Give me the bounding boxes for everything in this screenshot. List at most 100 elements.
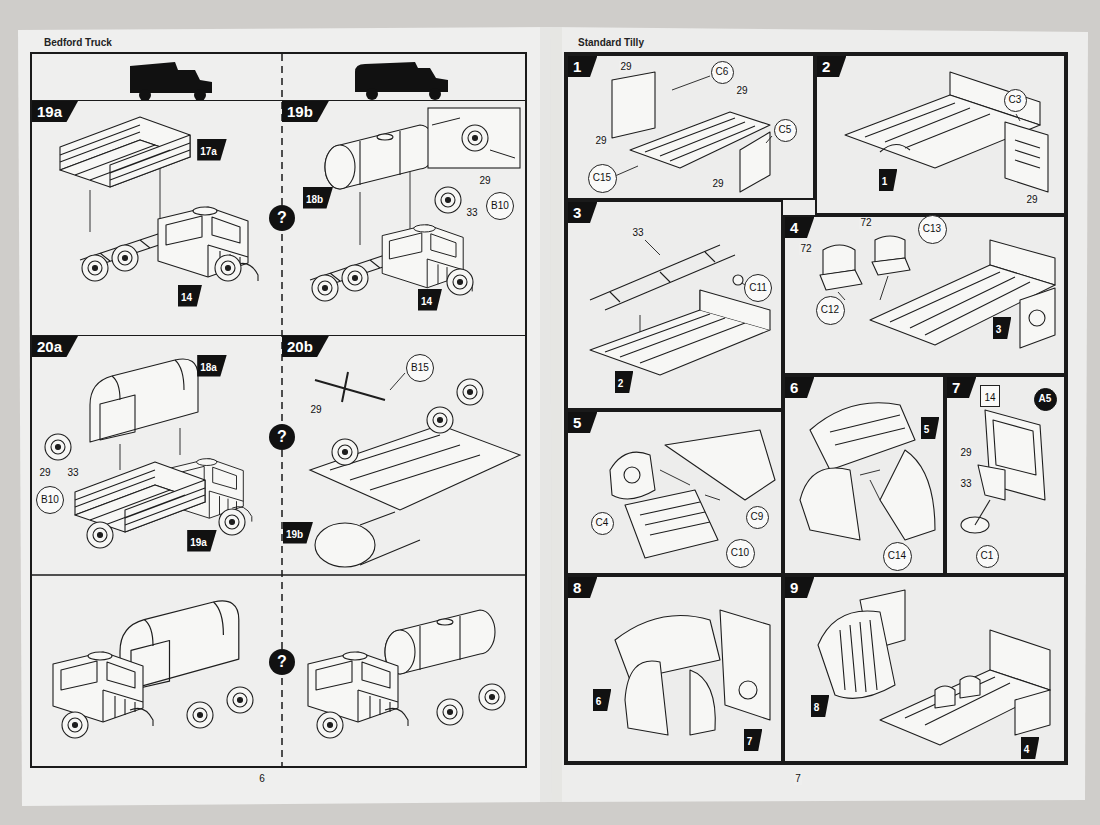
step-4-art — [838, 276, 888, 300]
part-number: C15 — [593, 173, 611, 183]
step-9-art — [818, 611, 895, 698]
step-panel: 18aB10 19a 20a — [32, 335, 282, 575]
assembly-illustration — [550, 27, 1088, 802]
step-reference-number: 18b — [306, 194, 323, 205]
step-7-art — [993, 420, 1036, 475]
step-20b-art — [427, 407, 453, 433]
step-8-art — [625, 661, 668, 735]
part-number: C10 — [731, 548, 749, 558]
step-number: 5 — [568, 412, 597, 433]
part-label: 29 — [309, 404, 322, 416]
assembly-frame: C6C5C151C312C1123C13C1234C4C9C1055C14614… — [564, 52, 1068, 765]
frame-lines — [32, 54, 525, 766]
part-label: 33 — [465, 207, 478, 219]
step-reference: 14 — [418, 289, 442, 311]
step-20b-art — [315, 372, 385, 402]
step-19b-art — [310, 108, 520, 301]
option-mark: ? — [277, 654, 287, 670]
step-panel: C13C12 3 4 — [783, 215, 1066, 375]
part-callout: C5 — [774, 119, 797, 142]
page-title: Standard Tilly — [578, 38, 644, 48]
step-9-art — [905, 677, 1010, 725]
step-7-art — [975, 500, 990, 525]
step-panel: 849 — [783, 575, 1066, 763]
step-5-art — [610, 452, 655, 499]
part-number: B15 — [411, 363, 429, 373]
step-7-art — [961, 410, 1045, 533]
part-label: 29 — [619, 61, 632, 73]
part-callout: B15 — [406, 354, 434, 382]
truck-silhouette — [366, 88, 378, 100]
step-20b-art — [310, 425, 520, 510]
step-number: 4 — [785, 217, 814, 238]
step-reference-number: 19b — [286, 529, 303, 540]
truck-silhouette — [355, 62, 448, 92]
step-reference-number: 3 — [996, 324, 1002, 335]
step-8-art — [720, 610, 770, 720]
step-19b-art — [342, 265, 368, 291]
step-panel: C312 — [815, 54, 1066, 215]
step-1-art — [612, 72, 772, 192]
truck-silhouette — [130, 62, 212, 93]
step-9-art — [818, 590, 1050, 745]
step-panel: 14A5C17 — [945, 375, 1066, 575]
part-callout: C15 — [588, 164, 617, 193]
part-label: 29 — [38, 467, 51, 479]
step-reference: 19a — [187, 530, 217, 552]
step-reference-number: 8 — [814, 702, 820, 713]
part-label: 6 — [258, 773, 266, 785]
part-label: 72 — [799, 243, 812, 255]
part-label: 29 — [735, 85, 748, 97]
part-label: 33 — [959, 478, 972, 490]
step-8-art — [690, 670, 715, 735]
truck-silhouette — [130, 62, 448, 101]
finished-truck-art — [187, 702, 213, 728]
part-callout: B10 — [36, 486, 64, 514]
step-5-art — [624, 467, 640, 483]
step-reference-number: 14 — [181, 292, 192, 303]
step-9-art — [880, 670, 1050, 745]
part-callout: C11 — [744, 274, 772, 302]
part-callout: C12 — [816, 296, 845, 325]
step-20a-art — [87, 522, 113, 548]
step-2-art — [865, 103, 990, 148]
step-20b-art — [315, 523, 375, 567]
part-label: 29 — [478, 175, 491, 187]
step-5-art — [640, 502, 710, 535]
step-2-art — [845, 72, 1048, 192]
page-title: Bedford Truck — [44, 38, 112, 48]
step-19a-art — [60, 117, 190, 187]
step-reference: 19b — [283, 522, 313, 544]
step-number: 1 — [568, 56, 597, 77]
step-reference-number: 7 — [747, 736, 753, 747]
step-panel: 678 — [566, 575, 783, 763]
step-20a-art — [75, 462, 205, 532]
part-callout: A5 — [1034, 388, 1057, 411]
part-number: B10 — [41, 495, 59, 505]
step-5-art — [660, 470, 720, 500]
step-number: 19a — [32, 101, 78, 122]
part-number: C14 — [888, 551, 906, 561]
part-callout: C6 — [711, 61, 734, 84]
step-19b-art — [462, 125, 488, 151]
step-reference: 8 — [811, 695, 830, 717]
finished-truck-art — [317, 712, 343, 738]
step-2-art — [1015, 140, 1040, 168]
step-7-art — [978, 465, 1005, 500]
step-6-art — [800, 468, 860, 540]
step-9-art — [935, 676, 980, 708]
part-label: 33 — [631, 227, 644, 239]
step-reference-number: 18a — [200, 362, 217, 373]
step-number: 20a — [32, 336, 78, 357]
step-4-art — [1020, 288, 1055, 348]
step-19a-art — [82, 255, 108, 281]
step-2-art — [1016, 114, 1020, 121]
part-number: C12 — [821, 305, 839, 315]
assembly-frame: 17a1419a18bB101419b?18aB1019a20aB1519b20… — [30, 52, 527, 768]
part-callout: B10 — [486, 192, 514, 220]
step-20b-art — [457, 379, 483, 405]
step-6-art — [860, 470, 880, 500]
step-8-art — [615, 610, 770, 735]
part-number: C13 — [923, 224, 941, 234]
step-reference-number: 4 — [1024, 744, 1030, 755]
